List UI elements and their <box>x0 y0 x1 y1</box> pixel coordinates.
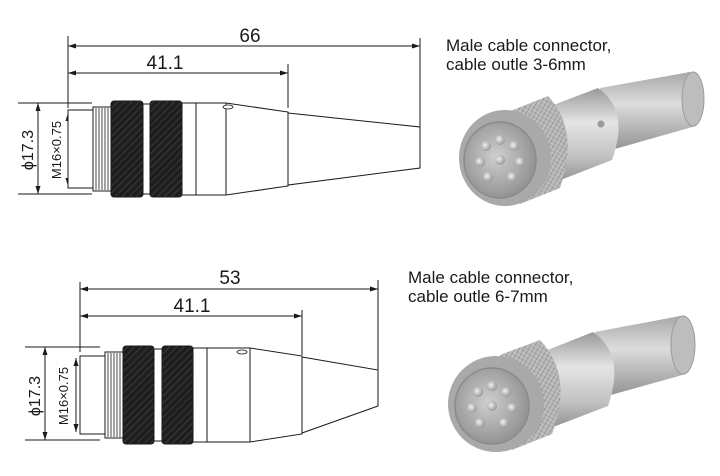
arrowhead <box>294 313 302 319</box>
housing <box>181 102 289 196</box>
cable-strain-relief <box>287 112 421 186</box>
connector-render-bottom <box>448 315 696 452</box>
connector-drawing-bottom: 53 41.1 ϕ17.3 M16×0.75 <box>25 268 379 445</box>
caption-bottom: Male cable connector, cable outle 6-7mm <box>408 268 573 306</box>
arrowhead <box>80 286 88 292</box>
arrowhead <box>73 358 79 366</box>
thread-label: M16×0.75 <box>49 121 64 179</box>
caption-line-1: Male cable connector, <box>408 268 574 287</box>
housing <box>192 347 303 443</box>
diameter-label: ϕ17.3 <box>20 130 37 170</box>
front-sleeve <box>67 109 94 189</box>
connector-drawing-top: 66 41.1 ϕ17.3 M16×0.75 <box>18 26 421 198</box>
caption-line-1: Male cable connector, <box>446 36 612 55</box>
knurled-ring <box>110 100 144 198</box>
arrowhead <box>80 313 88 319</box>
body-length-label: 41.1 <box>147 53 184 74</box>
arrowhead <box>73 424 79 432</box>
contact-pins <box>475 135 525 182</box>
ring-gap <box>142 103 151 195</box>
thread-label: M16×0.75 <box>56 367 71 425</box>
overall-length-label: 66 <box>239 26 260 47</box>
cable <box>600 72 701 152</box>
cable-strain-relief <box>301 356 379 434</box>
locking-dot <box>222 104 234 110</box>
arrowhead <box>35 103 41 111</box>
arrowhead <box>370 286 378 292</box>
arrowhead <box>42 347 48 355</box>
connector-render-top <box>459 71 705 206</box>
arrowhead <box>42 432 48 440</box>
contact-pins <box>467 381 517 428</box>
arrowhead <box>68 43 76 49</box>
thread-grooves <box>107 353 121 437</box>
thread-grooves <box>95 108 109 190</box>
knurled-ring <box>122 345 155 445</box>
cable-end <box>670 315 696 375</box>
arrowhead <box>35 186 41 194</box>
arrowhead <box>280 70 288 76</box>
body-length-label: 41.1 <box>174 296 211 317</box>
overall-length-label: 53 <box>219 268 240 289</box>
arrowhead <box>412 43 420 49</box>
knurled-ring <box>149 100 183 198</box>
knurled-ring <box>161 345 194 445</box>
diameter-label: ϕ17.3 <box>27 376 44 416</box>
locking-dot-render <box>597 120 605 128</box>
cable <box>595 316 692 398</box>
caption-line-2: cable outle 6-7mm <box>408 287 548 306</box>
locking-dot <box>236 349 248 355</box>
caption-top: Male cable connector, cable outle 3-6mm <box>446 36 611 74</box>
cable-end <box>681 71 705 127</box>
ring-gap <box>153 348 163 442</box>
front-sleeve <box>79 355 106 435</box>
arrowhead <box>68 70 76 76</box>
caption-line-2: cable outle 3-6mm <box>446 55 586 74</box>
